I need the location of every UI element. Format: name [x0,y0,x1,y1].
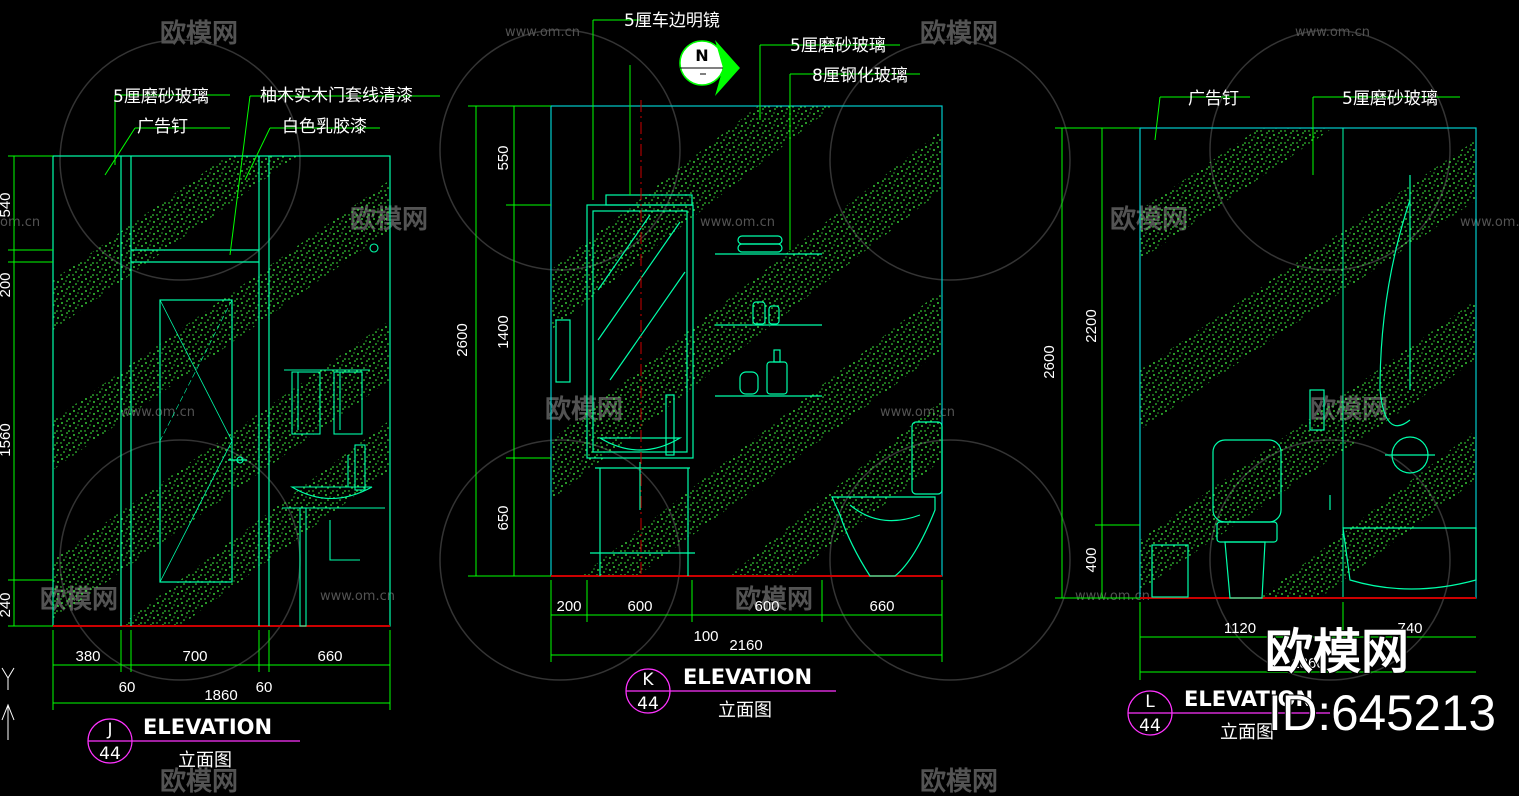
callout-leaders [592,19,920,250]
north-label: N [695,46,708,65]
elevation-title: ELEVATION [1184,687,1313,711]
callout-frosted-glass: 5厘磨砂玻璃 [790,36,886,56]
frosted-glass-hatch [551,106,942,576]
dim-width-600: 600 [627,598,652,615]
tag-sheet: 44 [637,694,659,714]
callout-tempered-glass: 8厘钢化玻璃 [812,66,908,86]
dim-height-650: 650 [495,505,512,530]
dim-width-600: 600 [754,598,779,615]
watermark-brand: 欧模网 [735,584,813,615]
ucs-axis-icon [1,667,15,740]
callout-frosted-glass: 5厘磨砂玻璃 [113,87,209,107]
elevation-subtitle: 立面图 [718,700,772,721]
elevation-title: ELEVATION [683,665,812,689]
callout-ad-nail: 广告钉 [137,117,188,137]
width-dimension-lines [550,580,943,662]
height-dimension-lines [468,105,551,577]
watermark-url: www.om.cn [320,589,395,604]
dim-width-740: 740 [1397,620,1422,637]
dim-width-380: 380 [75,648,100,665]
watermark-url: www.om.cn [1295,25,1370,40]
logo-brand: 欧模网 [1265,624,1409,680]
dim-height-550: 550 [495,145,512,170]
toilet [831,421,943,577]
towel-and-basin [282,243,385,627]
watermark-brand: 欧模网 [160,18,238,49]
width-dimension-lines [52,630,391,710]
dim-total-width: 1860 [204,687,237,704]
watermark-brand: 欧模网 [920,18,998,49]
watermark-brand: 欧模网 [920,766,998,796]
dim-total-width: 2160 [729,637,762,654]
tag-letter: K [642,670,654,690]
height-dimension-lines [1055,127,1140,599]
door [120,156,270,626]
dim-width-200: 200 [556,598,581,615]
watermark-url: www.om.cn [1460,215,1519,230]
callout-bevel-mirror: 5厘车边明镜 [624,11,720,31]
height-dimension-lines [8,155,53,627]
dim-height-1560: 1560 [0,423,14,456]
dim-gap-60: 60 [119,679,136,696]
watermark-url: www.om.cn [880,405,955,420]
elevation-subtitle: 立面图 [178,750,232,771]
callout-leaders [1154,96,1460,175]
dim-total-height: 2600 [1041,345,1058,378]
frosted-glass-hatch [53,156,390,626]
elevation-subtitle: 立面图 [1220,722,1274,743]
dim-gap-100: 100 [693,628,718,645]
elevation-j: 5厘磨砂玻璃 广告钉 柚木实木门套线清漆 白色乳胶漆 540 200 1560 … [0,86,440,771]
brand-logo: 欧模网 ID:645213 [1264,623,1497,742]
dim-width-1120: 1120 [1224,620,1256,637]
dim-height-2200: 2200 [1083,309,1100,342]
logo-id: ID:645213 [1268,685,1496,741]
mirror-cabinet [555,194,695,576]
dim-height-240: 240 [0,592,14,617]
callout-leaders [104,94,440,256]
watermark-url: www.om.cn [1075,589,1150,604]
watermark-brand: 欧模网 [160,766,238,796]
dim-width-660: 660 [869,598,894,615]
callout-frosted-glass: 5厘磨砂玻璃 [1342,89,1438,109]
elevation-k: 5厘车边明镜 5厘磨砂玻璃 8厘钢化玻璃 N 2600 550 1400 650 [454,11,943,721]
tag-letter: J [106,720,112,740]
dim-gap-60: 60 [256,679,273,696]
dim-width-660: 660 [317,648,342,665]
watermark-url-short: om.cn [0,215,40,230]
width-dimension-lines [1139,602,1476,680]
toilet-and-bath [1151,175,1477,599]
tag-sheet: 44 [1139,716,1161,736]
dim-height-400: 400 [1083,547,1100,572]
callout-white-latex-paint: 白色乳胶漆 [282,117,367,137]
callout-ad-nail: 广告钉 [1188,89,1239,109]
callout-teak-door-trim: 柚木实木门套线清漆 [260,86,413,106]
dim-width-700: 700 [182,648,207,665]
tag-sheet: 44 [99,744,121,764]
tag-letter: L [1145,692,1155,712]
glass-shelves [715,235,822,397]
watermark-url: www.om.cn [505,25,580,40]
dim-total-width: 1860 [1291,655,1324,672]
dim-height-1400: 1400 [495,315,512,348]
dim-total-height: 2600 [454,323,471,356]
elevation-title: ELEVATION [143,715,272,739]
north-arrow [679,40,740,96]
elevation-l: 广告钉 5厘磨砂玻璃 2600 2200 400 1120 740 1860 L… [1041,89,1477,743]
dim-height-200: 200 [0,272,14,297]
watermark-url: www.om.cn [700,215,775,230]
dim-height-540: 540 [0,192,14,217]
frosted-glass-hatch [1140,128,1476,598]
